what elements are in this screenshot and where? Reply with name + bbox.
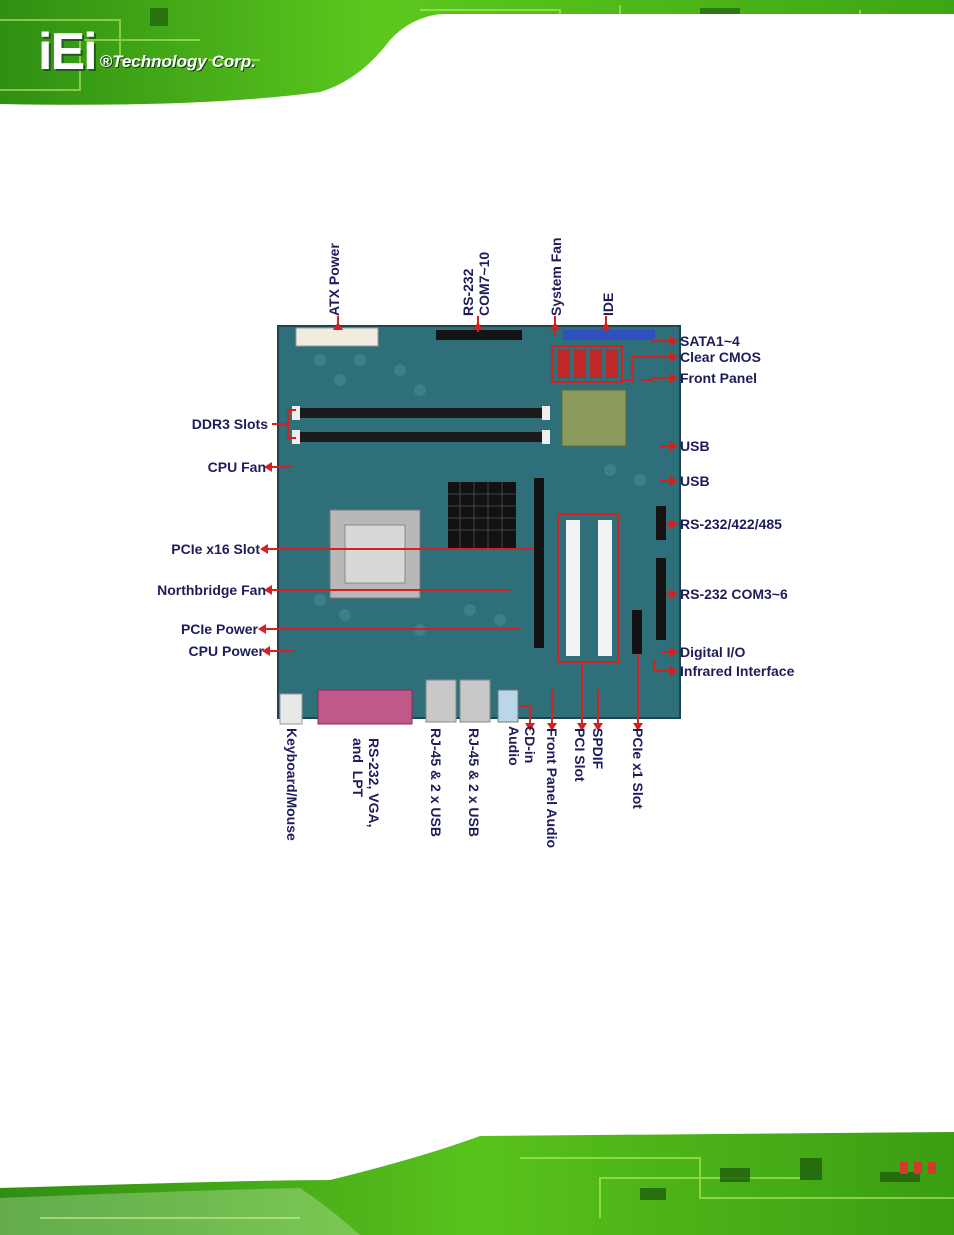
com7-10-header — [436, 330, 522, 340]
label-front-panel-audio: Front Panel Audio — [544, 728, 560, 849]
ps2-port — [279, 693, 303, 725]
southbridge-heatsink — [561, 389, 627, 447]
label-atx-power: ATX Power — [326, 243, 342, 316]
pci-slot-1 — [566, 520, 580, 656]
pci-slot-highlight — [557, 513, 619, 663]
label-rj45-usb-1: RJ-45 & 2 x USB — [428, 728, 444, 837]
label-pcie-x16-slot: PCIe x16 Slot — [171, 541, 260, 557]
company-logo: iEi ®Technology Corp. — [38, 23, 256, 81]
label-cpu-power: CPU Power — [188, 643, 264, 659]
label-rs232-com7-10: RS-232 COM7~10 — [460, 251, 492, 316]
label-front-panel: Front Panel — [680, 370, 758, 386]
label-northbridge-fan: Northbridge Fan — [157, 582, 266, 598]
ide-connector — [563, 330, 655, 340]
label-pcie-power: PCIe Power — [180, 621, 258, 637]
label-rs232-422-485: RS-232/422/485 — [680, 516, 782, 532]
page-footer — [0, 1128, 954, 1235]
label-keyboard-mouse: Keyboard/Mouse — [284, 728, 300, 841]
label-ide: IDE — [600, 292, 616, 316]
rj45-usb-port-1 — [425, 679, 457, 723]
rj45-usb-port-2 — [459, 679, 491, 723]
label-rs232-com3-6: RS-232 COM3~6 — [680, 586, 788, 602]
lpt-vga-port — [317, 689, 413, 725]
label-pcie-x1-slot: PCIe x1 Slot — [630, 728, 646, 809]
logo-mark: iEi — [38, 23, 98, 81]
label-digital-io: Digital I/O — [680, 644, 746, 660]
label-cpu-fan: CPU Fan — [207, 459, 266, 475]
label-clear-cmos: Clear CMOS — [680, 349, 761, 365]
rs232-com3-6-header — [656, 558, 666, 640]
page-header: iEi ®Technology Corp. — [0, 0, 954, 118]
ddr3-slot-2 — [292, 432, 550, 442]
label-spdif: SPDIF — [590, 728, 606, 770]
label-usb-2: USB — [680, 473, 710, 489]
label-rj45-usb-2: RJ-45 & 2 x USB — [466, 728, 482, 837]
label-rs232-vga-lpt: RS-232, VGA, and LPT — [350, 738, 382, 828]
pcie-x1-slot — [632, 610, 642, 654]
label-sata: SATA1~4 — [680, 333, 740, 349]
logo-text: ®Technology Corp. — [99, 52, 256, 71]
label-system-fan: System Fan — [548, 237, 564, 316]
label-usb-1: USB — [680, 438, 710, 454]
label-infrared: Infrared Interface — [680, 663, 795, 679]
audio-jack — [497, 689, 519, 723]
sata-highlight — [551, 345, 623, 383]
pcie-x16-slot — [534, 478, 544, 648]
ddr3-slot-1 — [292, 408, 550, 418]
atx-power-connector — [295, 327, 379, 347]
label-cd-in-audio: CD-in Audio — [506, 726, 538, 766]
northbridge-heatsink — [448, 482, 516, 548]
label-ddr3-slots: DDR3 Slots — [191, 416, 268, 432]
rs232-422-485-header — [656, 506, 666, 540]
label-pci-slot: PCI Slot — [572, 728, 588, 782]
footer-circuit-art — [0, 1132, 954, 1235]
pci-slot-2 — [598, 520, 612, 656]
header-circuit-art — [0, 0, 954, 118]
